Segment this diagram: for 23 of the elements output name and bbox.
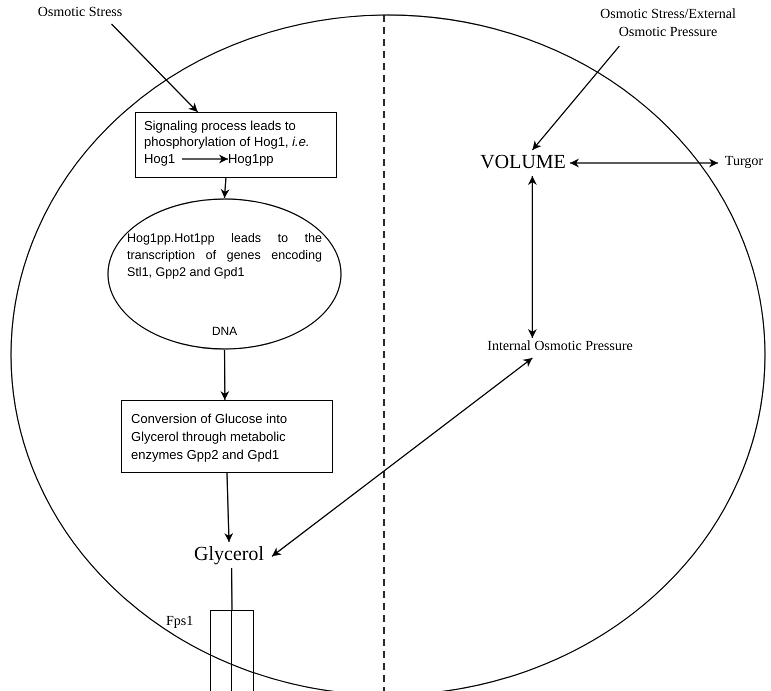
process-box: Conversion of Glucose into Glycerol through metabolic enzymes Gpp2 and Gpd1 [121,400,333,473]
arrow [111,24,198,112]
node-label: Hog1pp [228,151,280,167]
process-box: Signaling process leads to phosphorylation of Hog1, i.e. Hog1 Hog1pp [135,112,337,178]
node-label: Hog1 [144,151,182,167]
arrow [220,350,230,400]
node-label: Turgor [718,153,770,173]
channel-label: Fps1 [166,613,194,631]
arrow [532,46,620,150]
arrow [570,158,718,168]
ellipse-text: DNA [210,323,238,340]
node-label: VOLUME [476,150,570,176]
node-label: Internal Osmotic Pressure [468,338,652,358]
arrow [272,357,533,557]
node-label: Glycerol [186,542,272,568]
arrow [220,178,230,198]
node-label: Osmotic Stress [35,4,125,24]
arrow [182,154,228,164]
ellipse-text: Hog1pp.Hot1pp leads to the transcription of genes encoding Stl1, Gpp2 and Gpd1 [127,230,322,281]
node-label: Osmotic Stress/External Osmotic Pressure [578,6,758,46]
arrow [528,176,537,338]
arrow [224,472,234,542]
process-ellipse [107,198,342,350]
